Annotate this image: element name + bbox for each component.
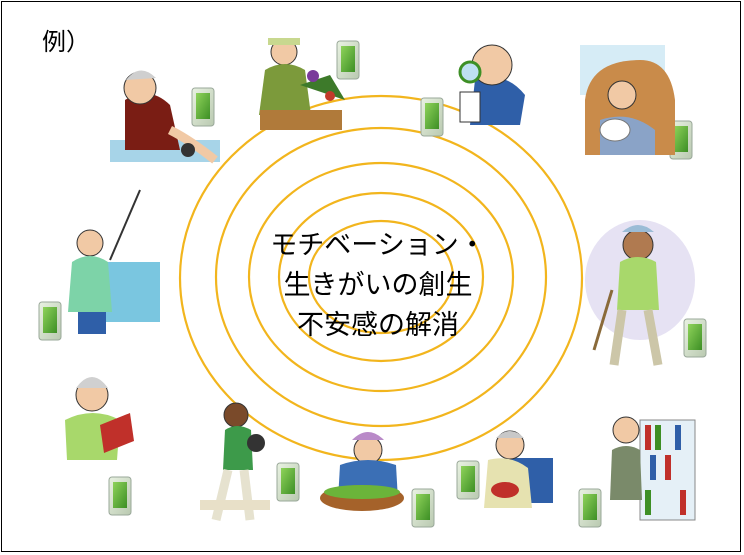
cooking-woman-illustration: [320, 432, 404, 511]
device-icon: [38, 301, 62, 341]
center-line-1: モチベーション・: [270, 230, 486, 261]
device-icon: [276, 462, 300, 502]
ring-2: [277, 191, 485, 363]
blood-pressure-man-illustration: [110, 70, 220, 164]
reading-man-magnifier-illustration: [458, 44, 525, 125]
man-with-dog-in-armchair-illustration: [580, 45, 675, 155]
ring-3: [247, 161, 515, 393]
concentric-rings: [178, 94, 584, 462]
gardening-woman-illustration: [259, 38, 345, 130]
center-line-3: 不安感の解消: [297, 310, 459, 341]
bowling-man-illustration: [200, 402, 270, 522]
device-icon: [683, 318, 707, 358]
device-icon: [420, 97, 444, 137]
ring-1: [307, 219, 455, 335]
device-icon: [191, 87, 215, 127]
knitting-woman-illustration: [484, 430, 553, 508]
ring-4: [214, 126, 548, 428]
fishing-man-illustration: [68, 189, 160, 334]
reading-woman-illustration: [65, 377, 134, 460]
device-icon: [108, 476, 132, 516]
device-icon: [578, 488, 602, 528]
walking-man-with-cane-illustration: [585, 220, 695, 366]
device-icon: [456, 460, 480, 500]
man-at-bookshelf-illustration: [610, 416, 696, 521]
example-label: 例）: [42, 28, 90, 56]
device-icon: [336, 40, 360, 80]
device-icon: [411, 488, 435, 528]
center-line-2: 生きがいの創生: [283, 270, 473, 301]
ring-5: [178, 94, 584, 462]
center-message: モチベーション・ 生きがいの創生 不安感の解消: [260, 226, 496, 346]
